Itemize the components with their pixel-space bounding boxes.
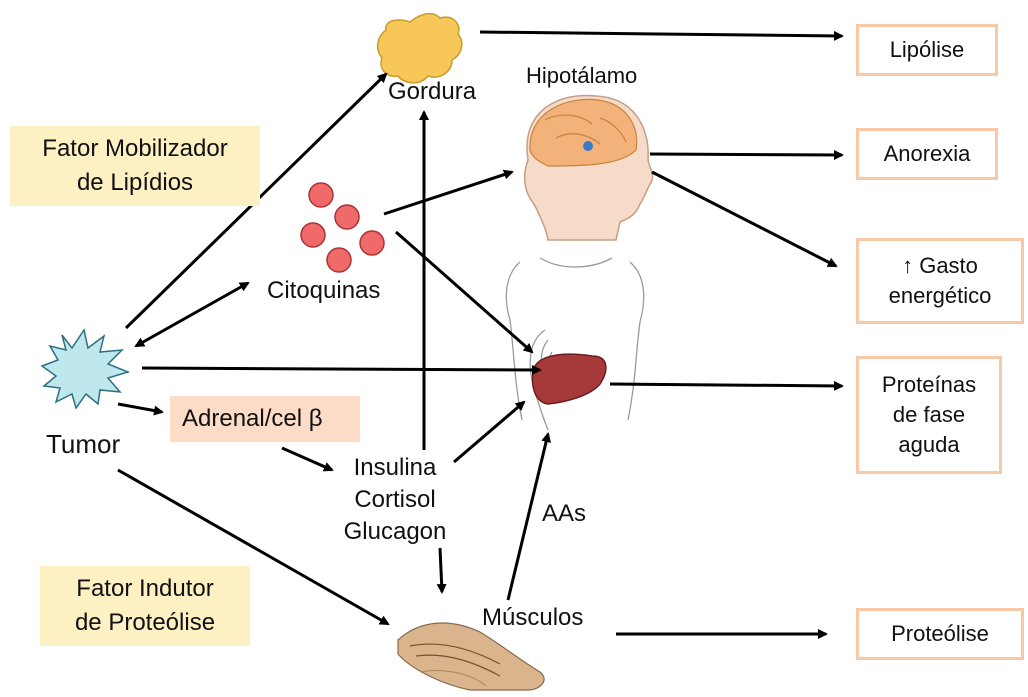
arrow-cytokines-to-liver <box>396 232 532 352</box>
arrow-cytokines-to-hypothalamus <box>384 172 512 214</box>
lipid-factor-line-2: de Lipídios <box>10 166 260 200</box>
musculos-label: Músculos <box>482 602 583 634</box>
hormone-glucagon: Glucagon <box>330 516 460 548</box>
cytokine-icon <box>301 183 384 272</box>
lipid-mobilizing-factor-box: Fator Mobilizador de Lipídios <box>10 126 260 206</box>
arrow-tumor-to-liver <box>142 368 540 370</box>
outcome-proteolise: Proteólise <box>856 608 1024 660</box>
aas-label: AAs <box>542 498 586 530</box>
hormones-label: Insulina Cortisol Glucagon <box>330 452 460 548</box>
proteolysis-factor-line-1: Fator Indutor <box>40 572 250 606</box>
arrow-hypothalamus-to-gasto <box>652 172 836 266</box>
arrow-liver-to-proteinas <box>610 384 842 386</box>
outcome-proteinas-line-2: de fase <box>893 400 965 430</box>
outcome-anorexia: Anorexia <box>856 128 998 180</box>
outcome-lipolise-text: Lipólise <box>890 35 965 65</box>
hipotalamo-label: Hipotálamo <box>526 60 637 92</box>
tumor-label: Tumor <box>46 428 120 460</box>
liver-icon <box>533 354 606 404</box>
adrenal-label: Adrenal/cel β <box>182 405 323 432</box>
outcome-gasto-energetico: ↑ Gasto energético <box>856 238 1024 324</box>
citoquinas-label: Citoquinas <box>267 275 380 307</box>
arrow-adrenal-to-hormones <box>282 448 332 470</box>
adrenal-box: Adrenal/cel β <box>170 396 360 442</box>
outcome-proteolise-text: Proteólise <box>891 619 989 649</box>
proteolysis-inducing-factor-box: Fator Indutor de Proteólise <box>40 566 250 646</box>
arrow-hormones-to-muscle <box>440 548 442 592</box>
arrow-hormones-to-liver <box>454 402 524 462</box>
outcome-anorexia-text: Anorexia <box>884 139 971 169</box>
outcome-proteinas-fase-aguda: Proteínas de fase aguda <box>856 356 1002 474</box>
outcome-proteinas-line-1: Proteínas <box>882 370 976 400</box>
tumor-icon <box>42 330 128 408</box>
lipid-factor-line-1: Fator Mobilizador <box>10 132 260 166</box>
arrows <box>118 32 842 634</box>
hormone-cortisol: Cortisol <box>330 484 460 516</box>
torso-outline <box>506 258 643 430</box>
arrow-fat-to-lipolise <box>480 32 842 36</box>
fat-icon <box>378 14 462 83</box>
outcome-lipolise: Lipólise <box>856 24 998 76</box>
arrow-hypothalamus-to-anorexia <box>650 154 842 155</box>
arrow-tumor-to-adrenal <box>118 404 162 412</box>
outcome-gasto-line-2: energético <box>889 281 992 311</box>
proteolysis-factor-line-2: de Proteólise <box>40 606 250 640</box>
gordura-label: Gordura <box>388 76 476 108</box>
head-brain-icon <box>525 95 653 240</box>
outcome-proteinas-line-3: aguda <box>898 430 959 460</box>
hormone-insulina: Insulina <box>330 452 460 484</box>
arrow-tumor-cytokines <box>136 283 248 346</box>
outcome-gasto-line-1: ↑ Gasto <box>902 251 978 281</box>
